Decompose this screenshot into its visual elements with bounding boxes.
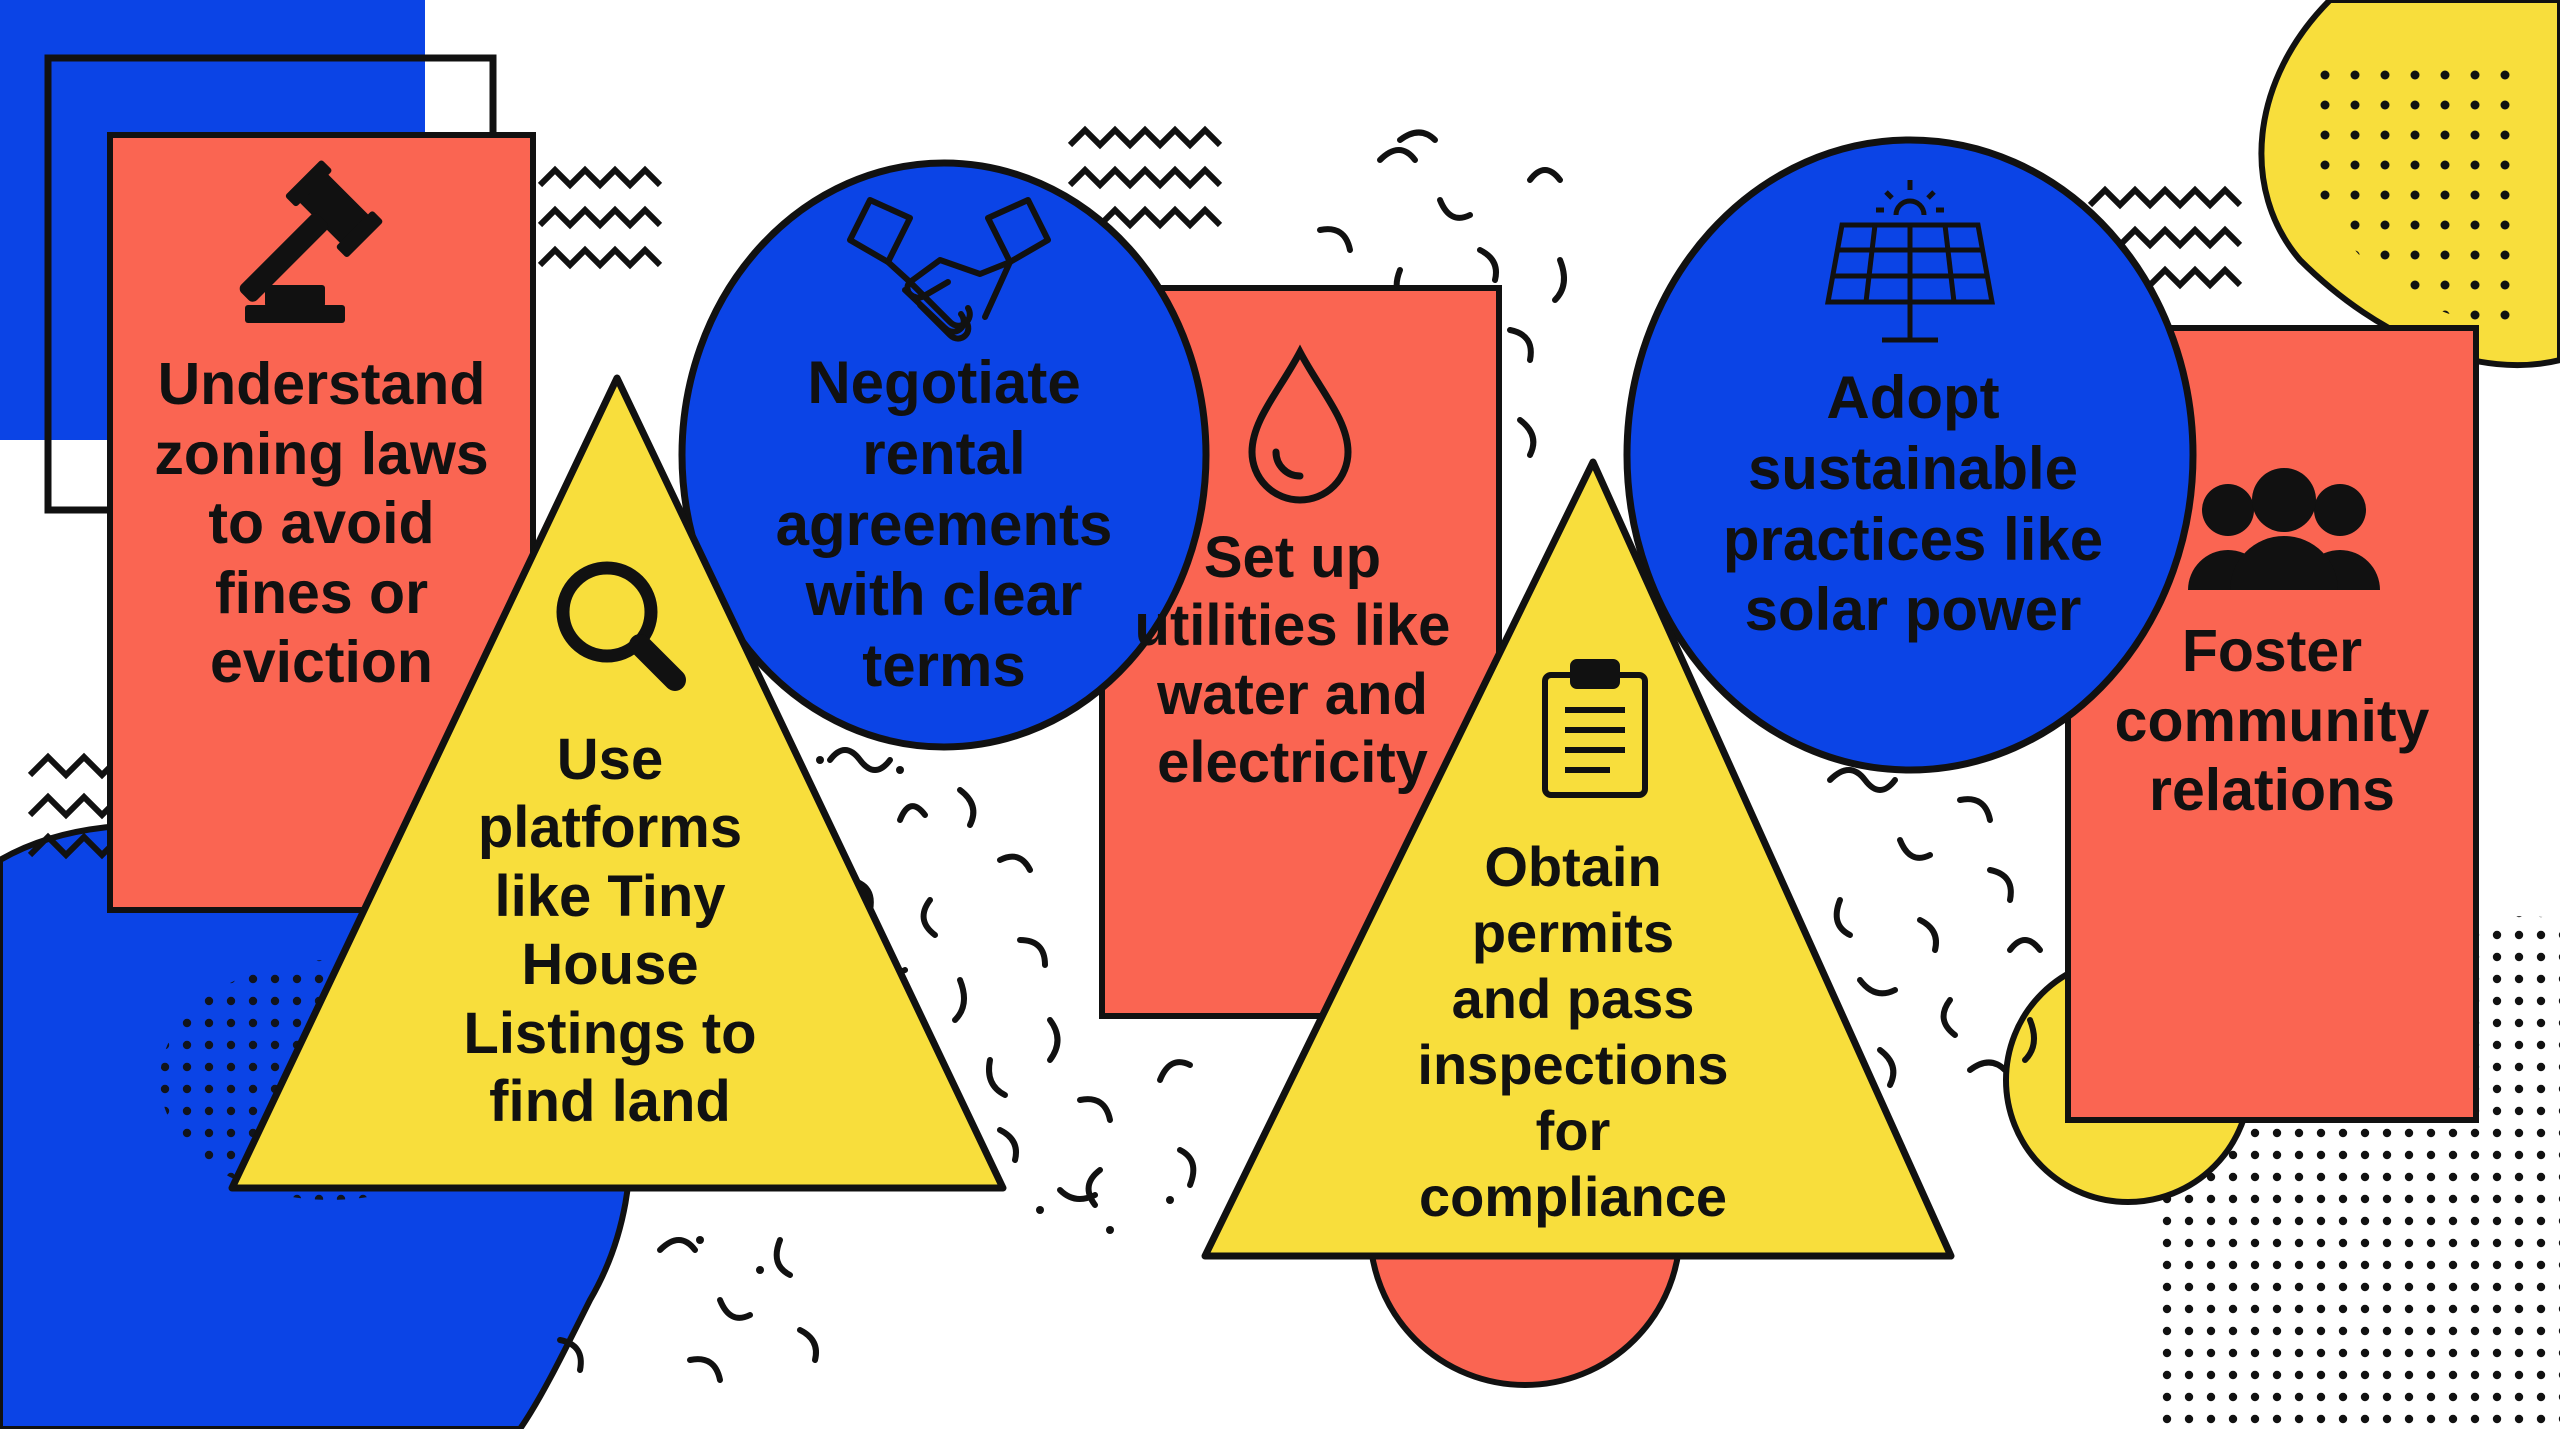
card-sustainable-text: Adopt sustainable practices like solar p… [1722, 364, 2104, 644]
solar-panel-icon [1825, 180, 1995, 343]
squiggle-field-right [1827, 767, 2043, 1088]
gavel-icon [239, 160, 383, 323]
card-permits-shape [1201, 458, 1955, 1260]
card-community-text: Foster community relations [2114, 618, 2430, 824]
people-group-icon [2188, 468, 2380, 590]
card-rental-shape [678, 159, 1210, 751]
card-permits-text: Obtain permits and pass inspections for … [1417, 835, 1729, 1229]
handshake-icon [847, 197, 1051, 342]
water-drop-icon [1248, 344, 1352, 504]
card-zoning-text: Understand zoning laws to avoid fines or… [154, 351, 489, 696]
card-platforms-text: Use platforms like Tiny House Listings t… [463, 727, 757, 1135]
card-utilities-text: Set up utilities like water and electric… [1134, 525, 1451, 796]
dot-cluster-top-right [2320, 60, 2520, 330]
clipboard-icon [1542, 659, 1648, 798]
card-platforms-shape [228, 374, 1007, 1192]
card-sustainable-shape [1623, 136, 2197, 774]
zigzag-top-center-left [537, 165, 663, 270]
squiggle-bottom-left [557, 1237, 819, 1383]
magnifying-glass-icon [556, 561, 686, 691]
card-rental-text: Negotiate rental agreements with clear t… [775, 349, 1113, 700]
